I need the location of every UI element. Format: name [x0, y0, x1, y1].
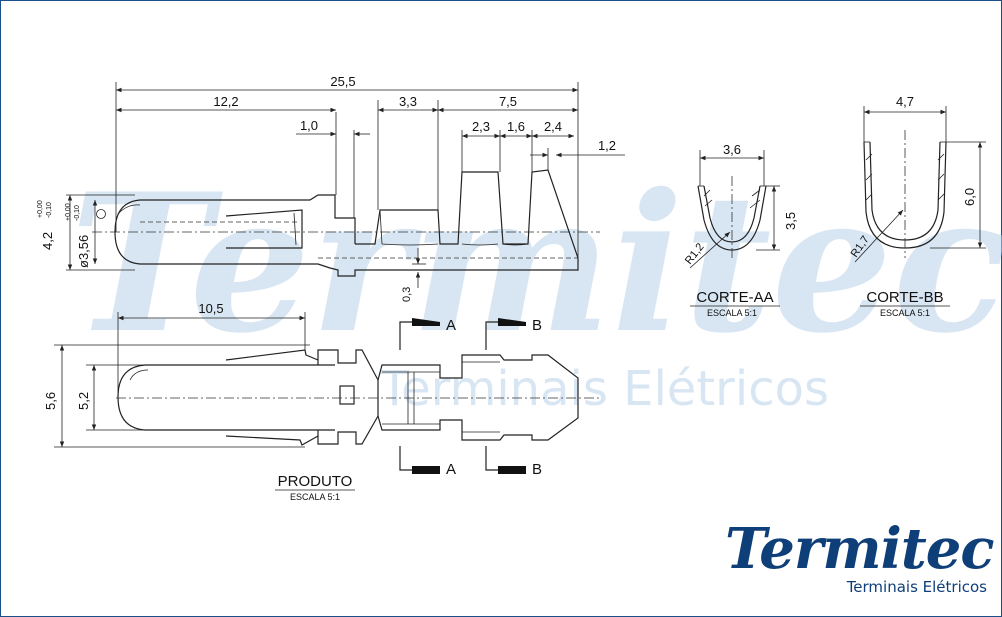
section-bb-width: 4,7 [896, 94, 914, 109]
dim-2-4: 2,4 [544, 119, 562, 134]
section-a-bottom-label: A [446, 461, 456, 478]
dim-1-0: 1,0 [300, 118, 318, 133]
watermark: Termitec Terminais Elétricos [70, 152, 1002, 417]
section-marker-b-top: B [485, 317, 542, 350]
dim-2-3: 2,3 [472, 119, 490, 134]
section-bb-height: 6,0 [962, 188, 977, 206]
dim-3-3: 3,3 [399, 94, 417, 109]
section-bb-scale: ESCALA 5:1 [880, 308, 930, 318]
dim-5-6: 5,6 [43, 392, 58, 410]
product-scale: ESCALA 5:1 [290, 492, 340, 502]
section-b-top-label: B [532, 317, 542, 334]
dim-0-3: 0,3 [401, 287, 413, 302]
section-bb: 4,7 6,0 R1,7 CORTE-BB ESCALA 5:1 [849, 94, 986, 318]
brand-name: Termitec [725, 516, 995, 582]
brand-subtitle: Terminais Elétricos [846, 578, 987, 596]
dim-total: 25,5 [330, 74, 355, 89]
section-marker-b-bottom: B [485, 446, 542, 478]
plan-view: 10,5 5,6 5,2 A A B B [43, 301, 600, 502]
window-rect [339, 385, 355, 405]
dim-diameter: ø3,56 [76, 235, 91, 268]
section-aa-width: 3,6 [723, 142, 741, 157]
dim-1-6: 1,6 [507, 119, 525, 134]
dim-4-2-tol-lower: -0,10 [46, 202, 53, 218]
dim-4-2: 4,2 [40, 232, 55, 250]
product-label: PRODUTO [278, 473, 353, 490]
section-bb-label: CORTE-BB [866, 289, 943, 306]
dim-7-5: 7,5 [499, 94, 517, 109]
brand-logo: Termitec Terminais Elétricos [725, 516, 995, 596]
section-aa: 3,6 3,5 R1,2 CORTE-AA ESCALA 5:1 [683, 142, 798, 318]
dim-5-2: 5,2 [76, 392, 91, 410]
section-marker-a-top: A [399, 317, 456, 350]
top-dimensions: 25,5 12,2 3,3 7,5 1,0 2,3 1,6 2,4 1,2 0,… [37, 74, 625, 302]
section-a-top-label: A [446, 317, 456, 334]
dim-4-2-tol-upper: +0,00 [37, 200, 44, 218]
watermark-subtitle: Terminais Elétricos [379, 361, 829, 417]
dim-diameter-tol-upper: +0,00 [65, 203, 72, 221]
dim-1-2: 1,2 [598, 138, 616, 153]
dim-diameter-tol-lower: -0,10 [74, 205, 81, 221]
section-aa-scale: ESCALA 5:1 [707, 308, 757, 318]
section-aa-height: 3,5 [783, 212, 798, 230]
dim-10-5: 10,5 [198, 301, 223, 316]
dim-12-2: 12,2 [213, 94, 238, 109]
section-marker-a-bottom: A [399, 446, 456, 478]
section-b-bottom-label: B [532, 461, 542, 478]
section-aa-label: CORTE-AA [696, 289, 773, 306]
